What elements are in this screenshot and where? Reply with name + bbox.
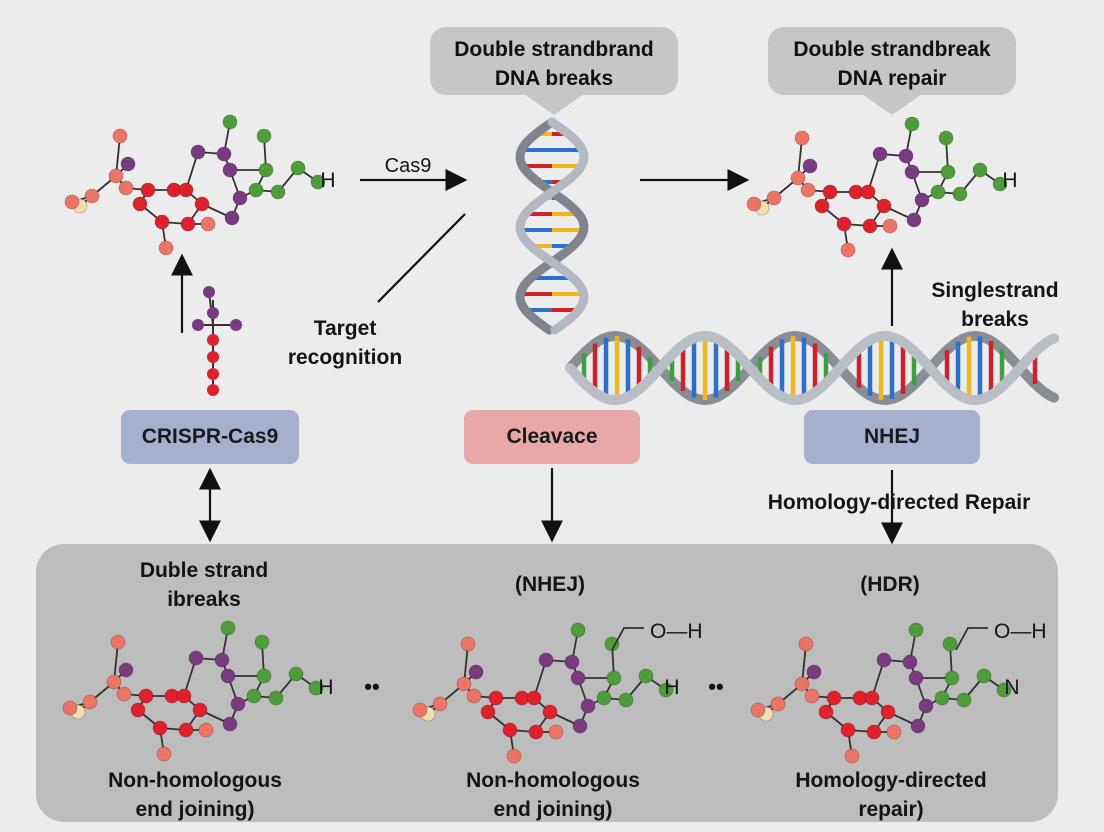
bottom-col2-header: (NHEJ) [514, 573, 585, 596]
dots-separator-1: •• [364, 674, 380, 699]
atom-h-top-left: H [320, 169, 336, 192]
label-target-line1: Target [313, 317, 377, 340]
label-single-strand-line1: Singlestrand [931, 279, 1059, 302]
atom-h-bottom-1: H [318, 676, 334, 699]
horizontal-dna-helix [565, 331, 1059, 405]
pill-cleavage: Cleavace [464, 410, 640, 464]
crispr-small-molecule [192, 286, 242, 396]
label-target-line2: recognition [287, 346, 403, 369]
atom-oh-bottom-3: O—H [994, 620, 1047, 643]
pill-nhej: NHEJ [804, 410, 980, 464]
vertical-dna-helix [515, 117, 589, 335]
label-target-recognition: Target recognition [270, 314, 420, 372]
atom-n-bottom-3: N [1004, 676, 1020, 699]
atom-h-bottom-2: H [664, 676, 680, 699]
label-single-strand-breaks: Singlestrand breaks [900, 276, 1090, 334]
bottom-col1-footer-line1: Non-homologous [108, 769, 282, 792]
bottom-col3-footer-line2: repair) [858, 798, 924, 821]
label-single-strand-line2: breaks [961, 308, 1029, 331]
callout-dna-repair: Double strandbreak DNA repair [768, 27, 1016, 115]
callout-dna-breaks: Double strandbrand DNA breaks [430, 27, 678, 115]
bottom-panel [36, 544, 1058, 822]
molecule-bottom-2 [412, 622, 674, 764]
molecule-top-right [746, 116, 1008, 258]
atom-oh-bottom-2: O—H [650, 620, 703, 643]
bottom-col1-header: Duble strand ibreaks [90, 556, 318, 614]
dots-separator-2: •• [708, 674, 724, 699]
pill-crispr-cas9: CRISPR-Cas9 [121, 410, 299, 464]
arrows [171, 169, 903, 545]
callout-dna-breaks-line2: DNA breaks [494, 67, 614, 90]
bottom-col2-footer: Non-homologous end joining) [418, 766, 688, 824]
molecule-bottom-1 [62, 620, 324, 762]
callout-dna-repair-line1: Double strandbreak [793, 38, 991, 61]
bottom-col1-footer: Non-homologous end joining) [60, 766, 330, 824]
molecule-bottom-3 [750, 622, 1012, 764]
bottom-col1-header-line2: ibreaks [167, 588, 241, 611]
bottom-col3-footer: Homology-directed repair) [756, 766, 1026, 824]
bottom-col3-footer-line1: Homology-directed [795, 769, 987, 792]
target-recognition-line [377, 213, 466, 303]
atom-h-top-right: H [1002, 169, 1018, 192]
bottom-col1-footer-line2: end joining) [135, 798, 255, 821]
callout-dna-breaks-line1: Double strandbrand [454, 38, 654, 61]
bottom-col2-footer-line2: end joining) [493, 798, 613, 821]
label-homology-directed-repair: Homology-directed Repair [767, 491, 1031, 514]
bottom-col2-footer-line1: Non-homologous [466, 769, 640, 792]
bottom-col3-header: (HDR) [860, 573, 920, 596]
bottom-col1-header-line1: Duble strand [139, 559, 269, 582]
molecule-top-left [64, 114, 326, 256]
callout-dna-repair-line2: DNA repair [837, 67, 947, 90]
label-cas9: Cas9 [384, 155, 432, 177]
